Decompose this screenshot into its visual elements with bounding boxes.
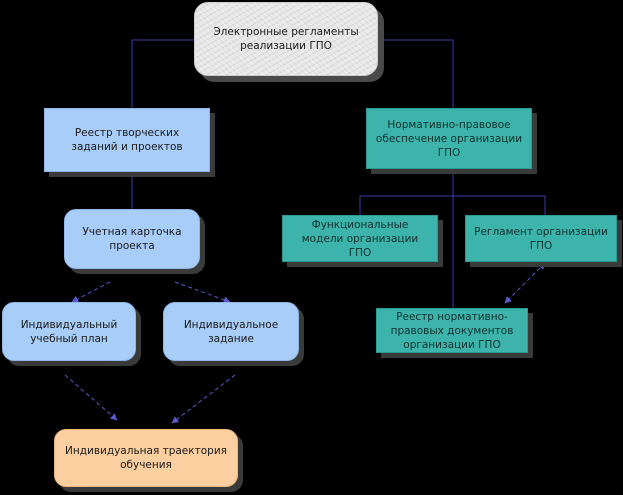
node-individual-task[interactable]: Индивидуальное задание	[163, 302, 299, 361]
node-individual-plan[interactable]: Индивидуальный учебный план	[2, 302, 136, 361]
node-regulation[interactable]: Регламент организации ГПО	[465, 215, 617, 262]
node-registry-tasks-label: Реестр творческих заданий и проектов	[71, 127, 183, 153]
node-normative-support-label: Нормативно-правовое обеспечение организа…	[375, 118, 523, 159]
node-individual-task-label: Индивидуальное задание	[183, 318, 279, 345]
node-regulation-label: Регламент организации ГПО	[474, 225, 608, 252]
node-project-card[interactable]: Учетная карточка проекта	[64, 209, 200, 269]
node-individual-plan-label: Индивидуальный учебный план	[20, 318, 118, 345]
arrow-regulation-to-registry	[504, 262, 546, 304]
node-electronic-regulations-label: Электронные регламенты реализации ГПО	[213, 26, 359, 52]
node-functional-models[interactable]: Функциональные модели организации ГПО	[282, 215, 438, 262]
node-registry-tasks[interactable]: Реестр творческих заданий и проектов	[44, 108, 210, 172]
node-normative-registry[interactable]: Реестр нормативно-правовых документов ор…	[376, 308, 528, 353]
node-electronic-regulations[interactable]: Электронные регламенты реализации ГПО	[194, 2, 378, 76]
node-functional-models-label: Функциональные модели организации ГПО	[301, 218, 419, 259]
node-individual-trajectory[interactable]: Индивидуальная траектория обучения	[54, 429, 238, 487]
connector-root-to-registry	[131, 39, 194, 108]
arrow-card-to-task	[174, 281, 231, 304]
node-normative-registry-label: Реестр нормативно-правовых документов ор…	[390, 310, 514, 351]
node-normative-support[interactable]: Нормативно-правовое обеспечение организа…	[366, 108, 532, 169]
node-project-card-label: Учетная карточка проекта	[82, 226, 182, 252]
connector-root-to-normative	[378, 39, 454, 108]
node-individual-trajectory-label: Индивидуальная траектория обучения	[65, 445, 227, 471]
connector-normative-to-functional	[359, 195, 453, 215]
arrow-card-to-plan	[71, 281, 111, 303]
connector-normative-to-regulation	[453, 195, 546, 215]
arrow-task-to-trajectory	[171, 374, 236, 424]
arrow-plan-to-trajectory	[64, 374, 118, 421]
